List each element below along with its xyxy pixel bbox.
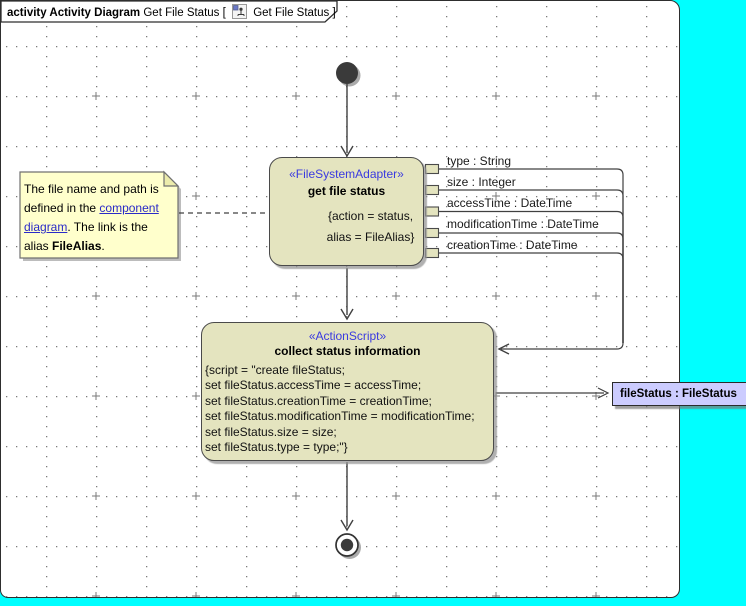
action1-name: get file status: [307, 184, 386, 198]
component-diagram-link[interactable]: component diagram: [24, 201, 159, 234]
pin-label-creationtime: creationTime : DateTime: [447, 238, 578, 252]
frame-kind-label: activity Activity Diagram: [7, 7, 141, 19]
activity-final-node[interactable]: [335, 533, 359, 557]
note-bold-filealias: FileAlias: [52, 239, 102, 253]
action-get-file-status[interactable]: «FileSystemAdapter» get file status {act…: [269, 157, 424, 266]
activity-frame: [0, 0, 680, 598]
frame-name: Get File Status [: [143, 7, 226, 19]
action2-name: collect status information: [274, 344, 421, 358]
action2-stereotype: «ActionScript»: [308, 329, 387, 343]
activity-diagram-icon: [232, 4, 248, 24]
pin-label-accesstime: accessTime : DateTime: [447, 196, 573, 210]
note-text: The file name and path is defined in the…: [24, 182, 159, 253]
frame-diagram-ref: Get File Status ]: [253, 7, 336, 19]
output-pins[interactable]: [424, 163, 440, 259]
grid-dots: [6, 6, 678, 597]
note[interactable]: [19, 171, 179, 259]
frame-header: activity Activity Diagram Get File Statu…: [7, 4, 336, 20]
action-collect-status-information[interactable]: «ActionScript» collect status informatio…: [201, 322, 494, 461]
action1-stereotype: «FileSystemAdapter»: [289, 167, 404, 181]
action1-tagged-values: {action = status, alias = FileAlias}: [326, 209, 415, 244]
pin-label-modificationtime: modificationTime : DateTime: [447, 217, 599, 231]
pin-label-type: type : String: [447, 154, 512, 168]
object-node-filestatus[interactable]: fileStatus : FileStatus: [612, 382, 746, 406]
pin-label-size: size : Integer: [447, 175, 516, 189]
grid-dot-pattern: [6, 6, 678, 597]
initial-node[interactable]: [336, 62, 358, 84]
object-node-label: fileStatus : FileStatus: [620, 388, 737, 400]
action2-script: {script = "create fileStatus; set fileSt…: [205, 363, 475, 455]
